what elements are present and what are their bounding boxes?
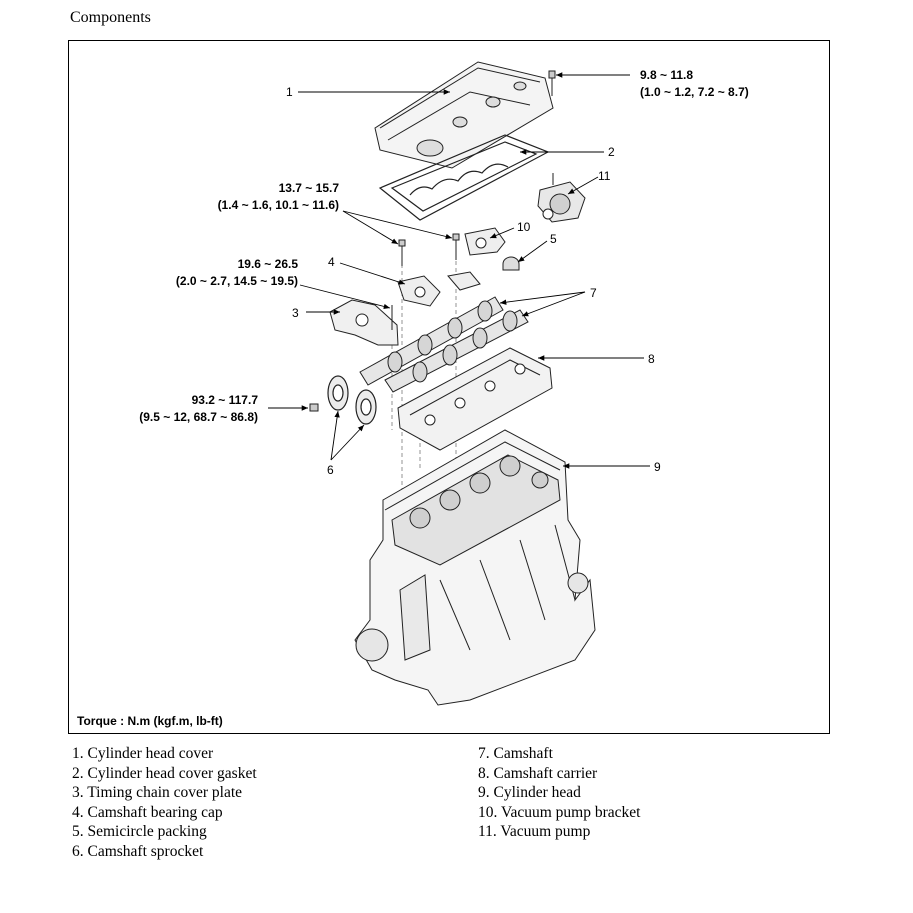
list-item: 7. Camshaft xyxy=(478,745,553,762)
torque-cap-bolt: 13.7 ~ 15.7 xyxy=(279,181,340,195)
cover-bolt-icon xyxy=(548,70,556,96)
list-item: 6. Camshaft sprocket xyxy=(72,842,204,860)
vacuum-pump-bracket xyxy=(464,227,506,256)
callout-4: 4 xyxy=(328,255,335,269)
callout-10: 10 xyxy=(517,220,531,234)
sprocket-bolt-icon xyxy=(309,403,319,412)
list-item: 3. Timing chain cover plate xyxy=(72,784,243,802)
leader-lines xyxy=(268,72,650,469)
camshaft-sprockets xyxy=(327,375,377,425)
torque-plate-bolt: 19.6 ~ 26.5 xyxy=(238,257,299,271)
camshaft-carrier xyxy=(397,347,553,451)
list-item: 2. Cylinder head cover gasket xyxy=(72,764,257,782)
parts-list-right: 7. Camshaft 8. Camshaft carrier 9. Cylin… xyxy=(478,744,640,842)
torque-sprocket-bolt-alt: (9.5 ~ 12, 68.7 ~ 86.8) xyxy=(139,410,258,424)
callout-6: 6 xyxy=(327,463,334,477)
callout-11: 11 xyxy=(598,169,611,183)
torque-sprocket-bolt: 93.2 ~ 117.7 xyxy=(192,393,259,407)
callout-9: 9 xyxy=(654,460,661,474)
callout-2: 2 xyxy=(608,145,615,159)
list-item: 10. Vacuum pump bracket xyxy=(478,803,641,821)
bearing-cap-bolts xyxy=(398,233,460,266)
torque-cover-bolt-alt: (1.0 ~ 1.2, 7.2 ~ 8.7) xyxy=(640,85,749,99)
list-item: 9. Cylinder head xyxy=(478,784,581,802)
callout-7: 7 xyxy=(590,286,597,300)
list-item: 1. Cylinder head cover xyxy=(72,745,214,762)
list-item: 8. Camshaft carrier xyxy=(478,764,598,782)
torque-unit-note: Torque : N.m (kgf.m, lb-ft) xyxy=(77,714,223,728)
callout-5: 5 xyxy=(550,232,557,246)
diagram-frame xyxy=(68,40,830,734)
list-item: 11. Vacuum pump xyxy=(478,823,591,841)
camshafts xyxy=(359,296,529,393)
list-item: 5. Semicircle packing xyxy=(72,823,207,841)
torque-plate-bolt-alt: (2.0 ~ 2.7, 14.5 ~ 19.5) xyxy=(176,274,298,288)
cylinder-head-cover xyxy=(374,61,554,169)
callout-8: 8 xyxy=(648,352,655,366)
camshaft-bearing-cap xyxy=(397,271,481,307)
semicircle-packing xyxy=(502,256,520,271)
vacuum-pump xyxy=(537,173,586,223)
parts-list-left: 1. Cylinder head cover 2. Cylinder head … xyxy=(72,744,257,862)
torque-cover-bolt: 9.8 ~ 11.8 xyxy=(640,68,693,82)
list-item: 4. Camshaft bearing cap xyxy=(72,803,223,821)
timing-chain-cover-plate xyxy=(329,299,399,346)
callout-3: 3 xyxy=(292,306,299,320)
torque-cap-bolt-alt: (1.4 ~ 1.6, 10.1 ~ 11.6) xyxy=(218,198,339,212)
page-title: Components xyxy=(70,9,151,26)
cylinder-head xyxy=(354,429,596,706)
callout-1: 1 xyxy=(286,85,293,99)
